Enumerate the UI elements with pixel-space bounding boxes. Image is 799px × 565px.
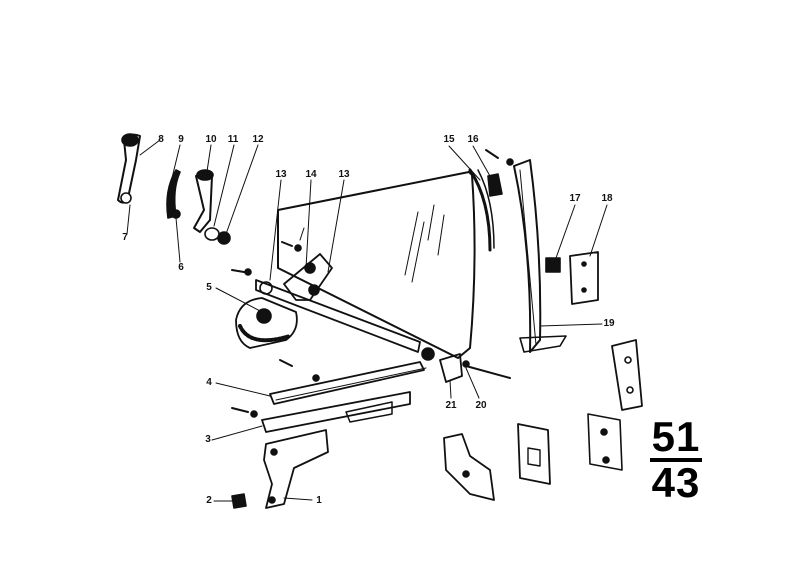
nut	[231, 493, 247, 509]
callout-5: 5	[206, 282, 212, 293]
mounting-bracket	[263, 429, 329, 509]
loose-bracket-d	[443, 433, 495, 501]
crank-handle	[117, 133, 141, 204]
callout-12: 12	[252, 134, 264, 145]
callout-6: 6	[178, 262, 184, 273]
callout-4: 4	[206, 377, 212, 388]
callout-21: 21	[445, 400, 457, 411]
group-number-main: 51	[651, 413, 701, 460]
callout-10: 10	[205, 134, 217, 145]
group-number-sub: 43	[651, 459, 701, 506]
group-number-divider	[650, 458, 702, 462]
fasteners	[231, 149, 514, 418]
callout-14: 14	[305, 169, 317, 180]
loose-bracket-c	[517, 423, 551, 485]
window-glass	[277, 171, 476, 359]
callout-1: 1	[316, 495, 322, 506]
guide-channel	[468, 168, 495, 252]
callout-13-right: 13	[338, 169, 350, 180]
callout-11: 11	[227, 134, 239, 145]
callout-8: 8	[158, 134, 164, 145]
callout-3: 3	[205, 434, 211, 445]
callout-18: 18	[601, 193, 613, 204]
window-crank	[193, 169, 231, 245]
callout-7: 7	[122, 232, 128, 243]
glass-clip	[421, 347, 463, 383]
callout-16: 16	[467, 134, 479, 145]
handle-trim	[166, 169, 181, 219]
loose-bracket-b	[587, 413, 623, 471]
loose-bracket-a	[611, 339, 643, 411]
callout-13-left: 13	[275, 169, 287, 180]
callout-2: 2	[206, 495, 212, 506]
cover-plate	[569, 251, 599, 305]
leader-lines	[126, 139, 608, 502]
screw	[462, 360, 511, 379]
carrier-bar	[261, 391, 411, 433]
callout-17: 17	[569, 193, 581, 204]
callout-9: 9	[178, 134, 184, 145]
lower-guide-rail	[269, 361, 427, 405]
callout-19: 19	[603, 318, 615, 329]
regulator-arm	[255, 253, 421, 353]
vertical-guide-rail	[513, 159, 567, 353]
callout-15: 15	[443, 134, 455, 145]
callout-20: 20	[475, 400, 487, 411]
rubber-stop	[545, 257, 561, 273]
